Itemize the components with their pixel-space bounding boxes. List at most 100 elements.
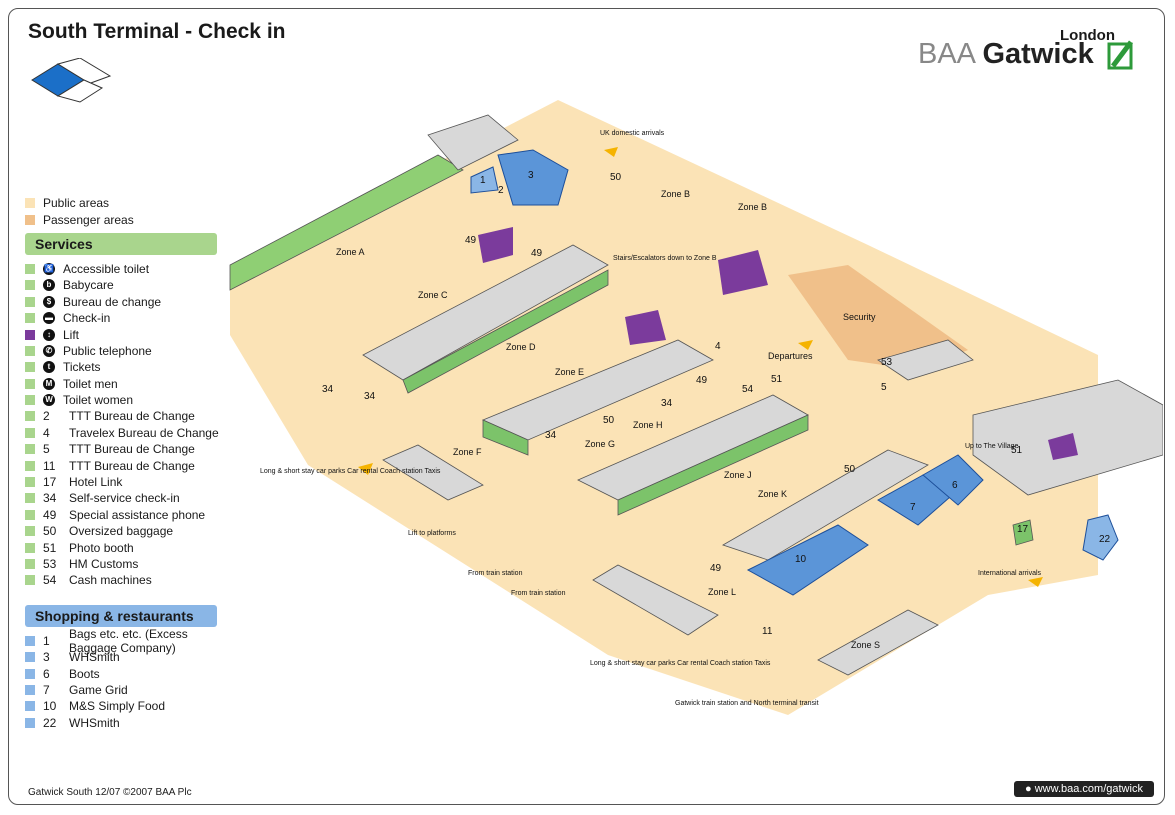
uk-domestic-label: UK domestic arrivals xyxy=(600,130,665,137)
legend-label: WHSmith xyxy=(69,715,120,730)
terminal-locator-icon xyxy=(31,58,112,103)
legend-number: 22 xyxy=(43,715,57,730)
legend-numbered-row: 11 TTT Bureau de Change xyxy=(25,457,225,473)
unit-number: 34 xyxy=(322,384,334,395)
unit-number: 51 xyxy=(771,374,783,385)
car-parks-label: Long & short stay car parks Car rental C… xyxy=(590,660,771,667)
unit-number: 1 xyxy=(480,175,486,186)
zone-label: Zone B xyxy=(661,189,690,199)
legend-number: 1 xyxy=(43,633,50,648)
legend-label: TTT Bureau de Change xyxy=(69,458,195,473)
legend-numbered-row: 2 TTT Bureau de Change xyxy=(25,408,225,424)
unit-number: 51 xyxy=(1011,445,1023,456)
legend-label: Hotel Link xyxy=(69,475,123,490)
legend-number: 11 xyxy=(43,458,56,473)
legend-swatch xyxy=(25,329,35,340)
unit-number: 2 xyxy=(498,185,504,196)
legend-swatch xyxy=(25,542,35,553)
legend-public-areas: Public areas xyxy=(25,195,225,211)
legend-number: 17 xyxy=(43,475,57,490)
footer-credit: Gatwick South 12/07 ©2007 BAA Plc xyxy=(28,787,192,798)
legend-swatch xyxy=(25,668,35,679)
legend-swatch xyxy=(25,460,35,471)
shop-10 xyxy=(746,524,869,596)
legend-passenger-areas: Passenger areas xyxy=(25,211,225,227)
shop-6 xyxy=(922,454,984,506)
legend-label: Passenger areas xyxy=(43,212,134,227)
legend-label: M&S Simply Food xyxy=(69,699,166,714)
legend-number: 7 xyxy=(43,682,50,697)
zone-kl-block xyxy=(722,449,929,561)
shop-22 xyxy=(1082,514,1119,561)
unit-number: 49 xyxy=(531,248,543,259)
shops-heading: Shopping & restaurants xyxy=(25,604,217,627)
zone-label: Zone J xyxy=(724,470,752,480)
bureau-de-change-icon: $ xyxy=(43,295,55,308)
legend-swatch xyxy=(25,444,35,455)
security-building xyxy=(877,339,974,381)
legend-label: Lift xyxy=(63,327,80,342)
unit-number: 49 xyxy=(710,563,722,574)
legend-number: 4 xyxy=(43,425,50,440)
lift-centre xyxy=(625,310,666,345)
legend-number: 10 xyxy=(43,699,57,714)
lift-platforms-label: Lift to platforms xyxy=(408,530,456,537)
legend-swatch xyxy=(25,652,35,663)
lift-49 xyxy=(478,227,513,263)
website-url[interactable]: www.baa.com/gatwick xyxy=(1034,783,1143,795)
zone-label: Zone E xyxy=(555,367,584,377)
zone-label: Zone K xyxy=(758,489,787,499)
legend-label: Special assistance phone xyxy=(69,507,206,522)
legend-swatch xyxy=(25,411,35,422)
legend-shop-row: 3 WHSmith xyxy=(25,649,225,665)
legend-number: 2 xyxy=(43,409,50,424)
legend-swatch xyxy=(25,635,35,646)
legend-number: 53 xyxy=(43,557,57,571)
stairs-label: Stairs/Escalators down to Zone B xyxy=(613,255,717,262)
arrow-international xyxy=(1028,577,1043,587)
services-heading: Services xyxy=(25,232,217,255)
zone-label: Zone H xyxy=(633,420,663,430)
legend-label: Bureau de change xyxy=(63,294,162,309)
legend-swatch xyxy=(25,509,35,520)
legend-number: 34 xyxy=(43,491,57,506)
legend-service-row: ♿Accessible toilet xyxy=(25,261,225,277)
lift-north xyxy=(718,250,768,295)
legend-swatch xyxy=(25,362,35,373)
shop-3 xyxy=(497,149,569,206)
legend-service-row: ▬Check-in xyxy=(25,310,225,326)
unit-number: 50 xyxy=(844,464,856,475)
legend-label: Tickets xyxy=(63,360,101,375)
unit-number: 5 xyxy=(881,382,887,393)
unit-number: 49 xyxy=(696,375,708,386)
brand-gatwick: Gatwick xyxy=(982,38,1094,70)
legend-label: Toilet men xyxy=(63,376,118,391)
hotel-link-17 xyxy=(1012,519,1034,546)
up-to-village-label: Up to The Village xyxy=(965,443,1019,450)
legend-number: 3 xyxy=(43,650,50,665)
legend-label: Public telephone xyxy=(63,343,152,358)
legend-label: WHSmith xyxy=(69,650,120,665)
legend-label: Boots xyxy=(69,666,100,681)
unit-number: 11 xyxy=(762,626,773,637)
legend-swatch xyxy=(25,296,35,307)
zone-label: Zone F xyxy=(453,447,482,457)
legend-label: TTT Bureau de Change xyxy=(69,409,195,424)
website-link[interactable]: ● www.baa.com/gatwick xyxy=(1014,781,1154,797)
arrow-car-parks xyxy=(358,463,373,475)
legend-shop-row: 22 WHSmith xyxy=(25,715,225,731)
accessible-toilet-icon: ♿ xyxy=(43,262,55,275)
legend-number: 51 xyxy=(43,540,57,555)
